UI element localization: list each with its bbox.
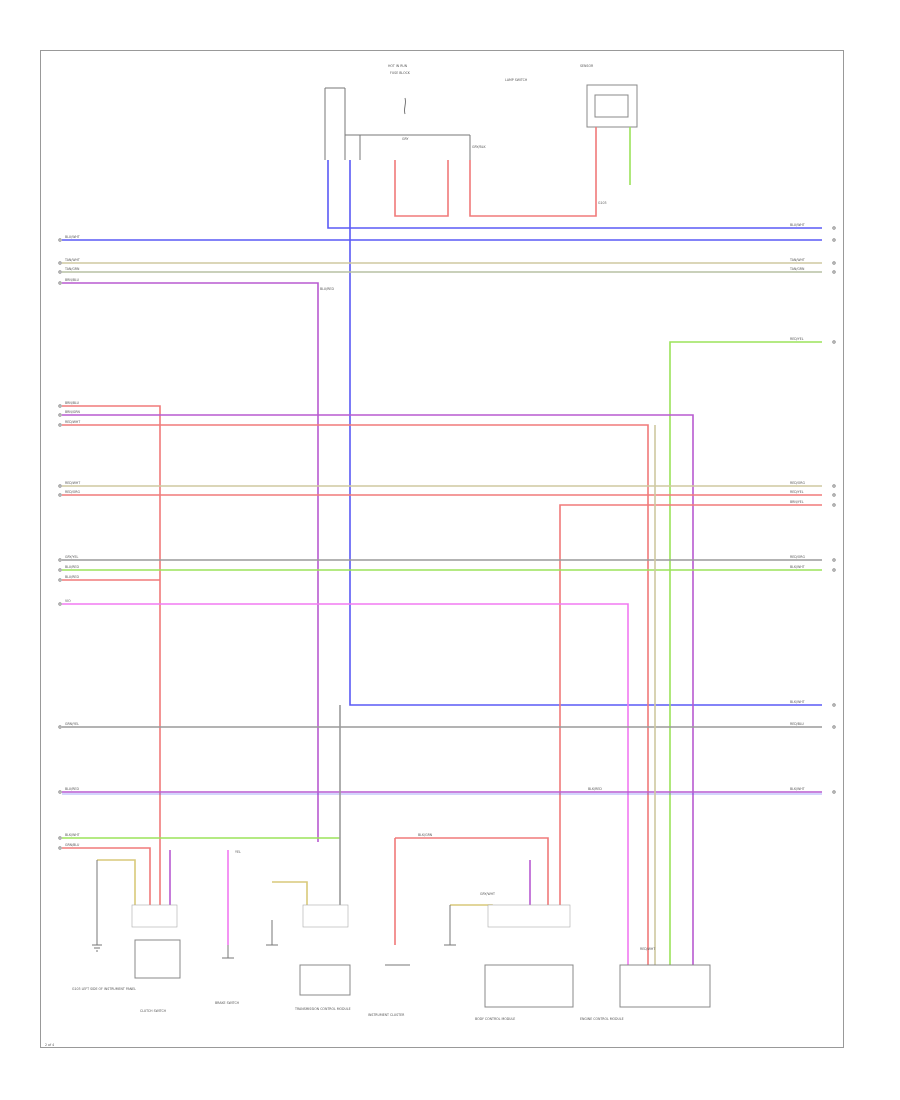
wire-label: BRN/BLU	[65, 278, 80, 282]
wire-label: RED/ORG	[790, 481, 805, 485]
wire-label: GRY	[402, 137, 408, 141]
wire-label: RED/WHT	[640, 947, 655, 951]
wire-label: VIO	[65, 599, 71, 603]
wire-label: RED/WHT	[65, 481, 80, 485]
wire-label: BLU/WHT	[790, 223, 805, 227]
svg-text:CLUTCH SWITCH: CLUTCH SWITCH	[140, 1009, 167, 1013]
wire-label: BLK/GRN	[418, 833, 433, 837]
wire-label: BLK/WHT	[790, 700, 805, 704]
body-control-module: BODY CONTROL MODULE	[444, 905, 574, 1021]
wire-top-red-2	[469, 127, 597, 217]
brake-switch: BRAKE SWITCH	[215, 945, 240, 1005]
svg-text:TRANSMISSION CONTROL MODULE: TRANSMISSION CONTROL MODULE	[294, 1007, 351, 1011]
clutch-switch: CLUTCH SWITCH	[134, 939, 181, 1013]
wire-top-blu-1	[327, 160, 822, 229]
fuse-box-outline	[324, 87, 471, 160]
fuse-symbol	[403, 97, 407, 115]
wire-label: YEL	[235, 850, 241, 854]
wire-vio-415	[62, 414, 694, 965]
wire-label: BRN/BLU	[65, 401, 80, 405]
wire-label: TAN/GRN	[789, 267, 805, 271]
wire-label: TAN/WHT	[789, 258, 805, 262]
wire-red-ic	[395, 837, 549, 920]
wire-label: BLK/RED	[588, 787, 602, 791]
wire-label: BLU/RED	[65, 565, 79, 569]
wire-label: BLU/WHT	[65, 235, 80, 239]
ground-g103: G103 LEFT SIDE OF INSTRUMENT PANEL	[72, 860, 136, 991]
svg-text:BRAKE SWITCH: BRAKE SWITCH	[215, 1001, 240, 1005]
wire-label: BLU/RED	[320, 287, 334, 291]
wire-yel-881	[272, 881, 308, 920]
engine-control-module: ENGINE CONTROL MODULE	[580, 964, 711, 1021]
svg-text:BODY CONTROL MODULE: BODY CONTROL MODULE	[475, 1017, 515, 1021]
wire-label: GRN/BLU	[65, 843, 80, 847]
wire-label: RED/ORG	[790, 555, 805, 559]
wire-label: TAN/WHT	[64, 258, 80, 262]
wire-label: BRN/GRN	[65, 410, 81, 414]
top-switch-label: LAMP SWITCH	[505, 78, 528, 82]
connector-blocks	[131, 904, 571, 928]
wire-label: TAN/GRN	[64, 267, 80, 271]
wire-tan-860	[97, 859, 136, 920]
diagram-border	[40, 50, 844, 1048]
wire-labels: BLU/WHT BLU/WHT TAN/WHT TAN/WHT TAN/GRN …	[64, 137, 805, 951]
transmission-control-module: TRANSMISSION CONTROL MODULE	[266, 920, 351, 1011]
svg-text:INSTRUMENT CLUSTER: INSTRUMENT CLUSTER	[368, 1013, 405, 1017]
wire-label: BLU/RED	[65, 575, 79, 579]
wire-label: BLK/WHT	[790, 565, 805, 569]
sensor-ground-label: G103	[598, 201, 607, 205]
wire-top-blu-2	[349, 160, 822, 706]
wire-label: RED/YEL	[790, 337, 804, 341]
wire-pink-604	[62, 603, 629, 965]
wire-label: BLK/WHT	[790, 787, 805, 791]
top-fuse-label: FUSE BLOCK	[390, 71, 411, 75]
top-sensor-label: SENSOR	[580, 64, 594, 68]
edge-terminals	[58, 226, 836, 850]
svg-text:ENGINE CONTROL MODULE: ENGINE CONTROL MODULE	[580, 1017, 624, 1021]
wire-vio-283	[62, 282, 319, 842]
wire-label: RED/YEL	[790, 490, 804, 494]
wire-label: RED/ORG	[65, 490, 80, 494]
wire-label: RED/WHT	[65, 420, 80, 424]
top-hot-label: HOT IN RUN	[388, 64, 408, 68]
wire-red-848	[62, 847, 151, 920]
wire-label: BRN/YEL	[790, 500, 804, 504]
wire-label: RED/BLU	[790, 722, 805, 726]
wire-label: GRY/WHT	[480, 892, 495, 896]
wire-label: GRY/BLK	[472, 145, 486, 149]
wire-red-505	[559, 504, 822, 920]
wire-label: BLU/RED	[65, 787, 79, 791]
wire-grn-343	[669, 341, 822, 965]
page-number: 2 of 4	[45, 1043, 54, 1047]
wire-yel-ic	[450, 904, 493, 920]
wire-red-425	[62, 424, 649, 965]
wire-red-406	[62, 405, 161, 920]
wire-label: BLK/WHT	[65, 833, 80, 837]
sensor-box-inner	[594, 94, 629, 118]
wire-label: GRN/YEL	[65, 722, 79, 726]
wire-top-red-1	[394, 160, 449, 217]
instrument-cluster: INSTRUMENT CLUSTER	[368, 964, 410, 1017]
wire-label: GRY/YEL	[65, 555, 78, 559]
svg-text:G103 LEFT SIDE OF INSTRUMENT P: G103 LEFT SIDE OF INSTRUMENT PANEL	[72, 987, 136, 991]
